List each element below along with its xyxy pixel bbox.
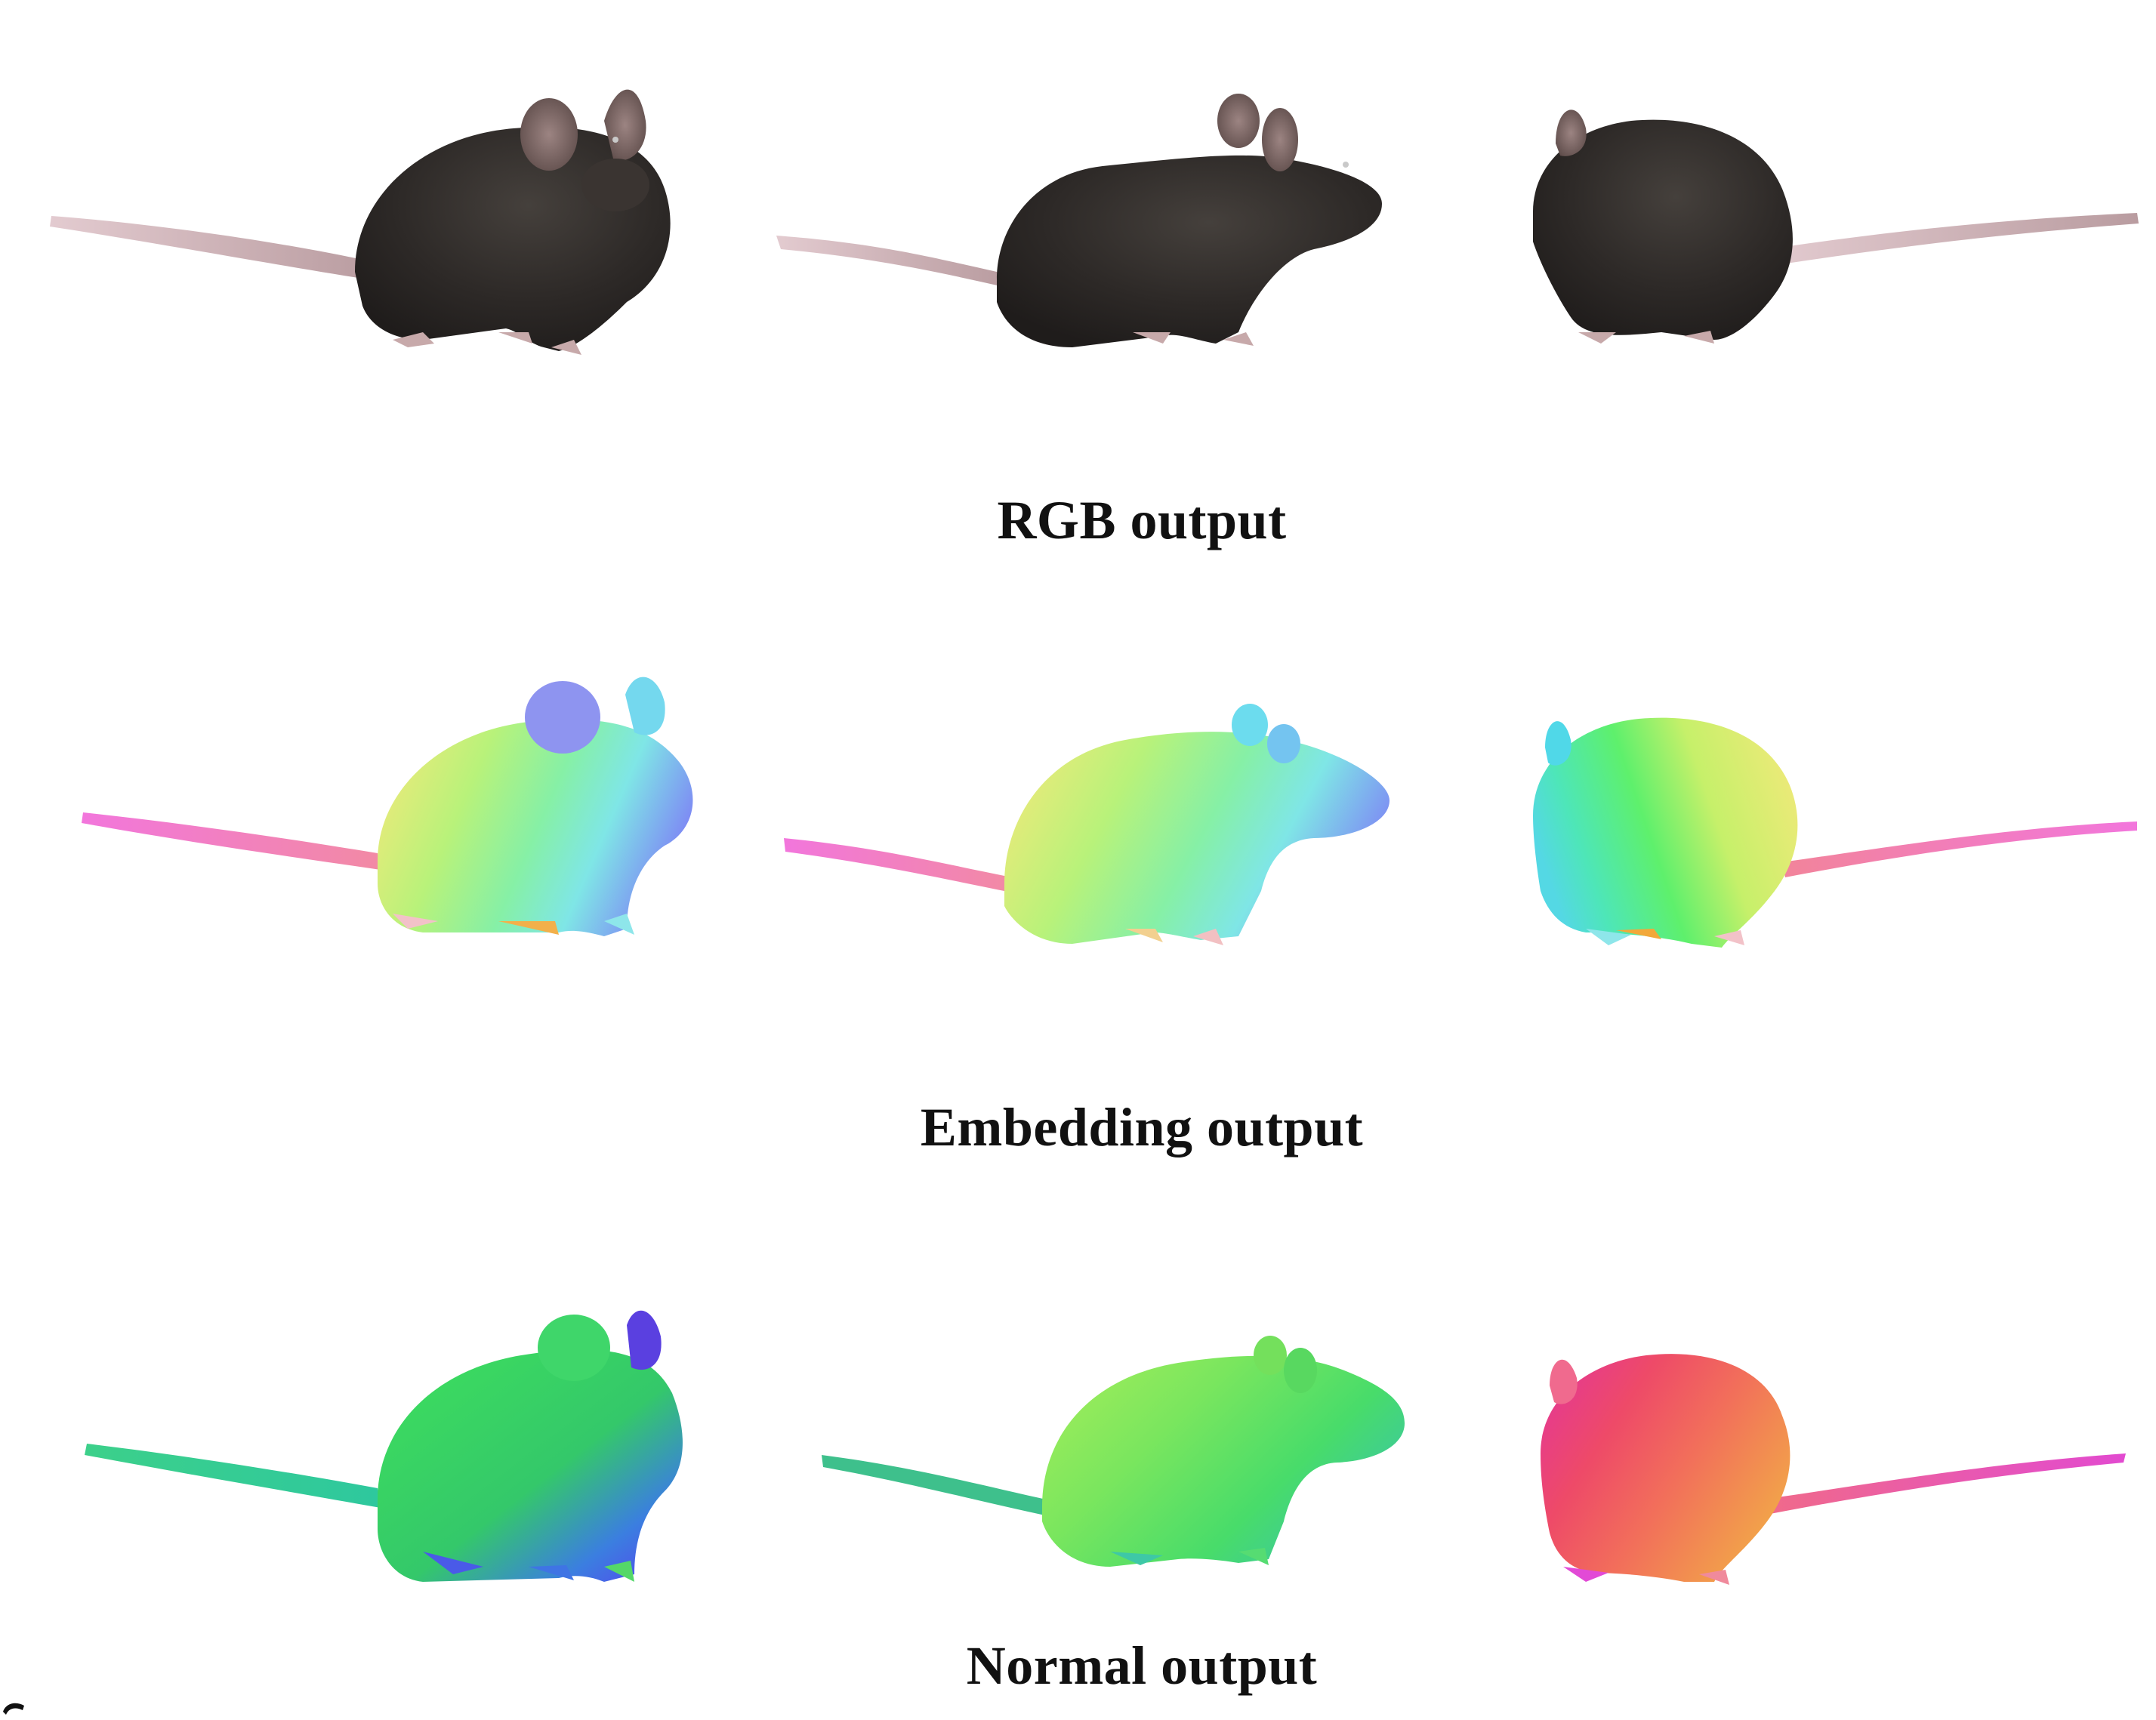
- embedding-mouse-1: [82, 677, 693, 936]
- rgb-mice: [50, 89, 2139, 355]
- rgb-caption: RGB output: [997, 490, 1287, 550]
- rgb-mouse-2: [776, 94, 1382, 347]
- normal-mouse-2: [822, 1336, 1405, 1567]
- rgb-mouse-3: [1533, 109, 2139, 344]
- normal-mouse-1: [85, 1310, 683, 1582]
- embedding-mice: [82, 677, 2137, 948]
- normal-mice: [85, 1310, 2126, 1585]
- embedding-caption: Embedding output: [920, 1097, 1364, 1157]
- embedding-mouse-3: [1533, 717, 2137, 948]
- embedding-mouse-2: [784, 704, 1390, 945]
- normal-caption: Normal output: [966, 1635, 1318, 1696]
- normal-mouse-3: [1541, 1354, 2126, 1585]
- rgb-mouse-1: [50, 89, 671, 355]
- cropped-glyph-fragment: [3, 1703, 24, 1715]
